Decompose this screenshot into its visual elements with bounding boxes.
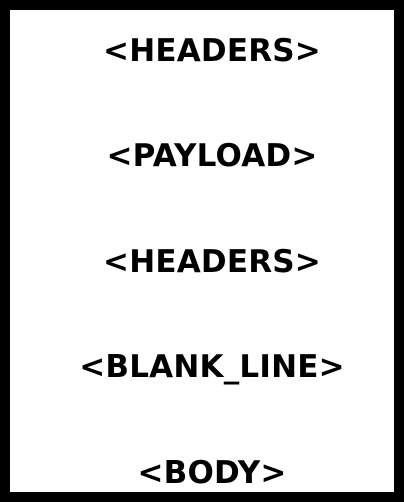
- blank-line-label: <BLANK_LINE>: [79, 349, 345, 385]
- headers-label: <HEADERS>: [103, 33, 321, 69]
- payload-label: <PAYLOAD>: [106, 138, 318, 174]
- headers-label-second: <HEADERS>: [103, 244, 321, 280]
- body-label: <BODY>: [137, 455, 287, 491]
